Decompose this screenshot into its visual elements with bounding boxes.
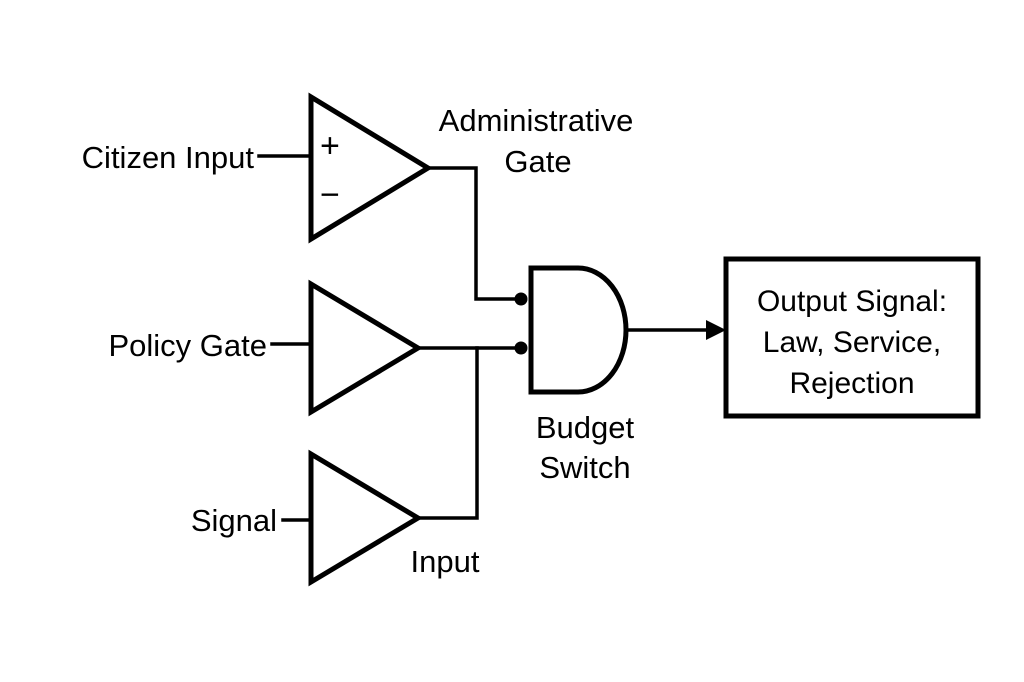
policy-gate-label: Policy Gate [108, 328, 267, 363]
citizen-input-label: Citizen Input [82, 140, 255, 175]
budget-switch-label-line2: Switch [539, 450, 630, 485]
input-output-wire [416, 346, 479, 520]
output-label-line1: Output Signal: [757, 285, 947, 318]
administrative-gate-opamp [308, 92, 433, 244]
output-label-line2: Law, Service, [763, 326, 941, 359]
junction-dot-bottom [514, 341, 528, 355]
junction-dot-top [514, 292, 528, 306]
input-buffer [308, 449, 423, 587]
policy-gate-buffer [308, 279, 423, 417]
signal-label: Signal [191, 503, 277, 538]
administrative-gate-label-line2: Gate [504, 144, 571, 179]
budget-switch-and-gate [528, 265, 629, 395]
administrative-gate-label-line1: Administrative [439, 103, 634, 138]
input-label: Input [411, 544, 480, 579]
administrative-gate-output-wire [426, 166, 523, 301]
output-label-line3: Rejection [789, 367, 914, 400]
plus-symbol: + [320, 127, 340, 165]
budget-switch-label-line1: Budget [536, 410, 635, 445]
minus-symbol: − [320, 176, 340, 214]
output-signal-box [723, 256, 981, 419]
arrow-head-icon [706, 320, 726, 340]
